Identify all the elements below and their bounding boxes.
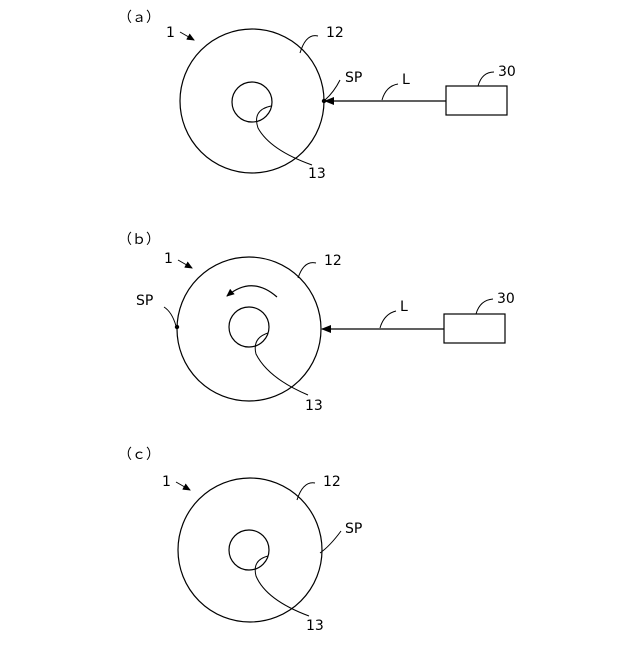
disc-ref-label-b: 12 — [324, 253, 342, 269]
body-ref-arrow-b — [178, 260, 192, 268]
beam-leader-b — [380, 311, 396, 328]
beam-ref-label-a: L — [402, 72, 410, 88]
disc-c — [178, 478, 322, 622]
beam-leader-a — [382, 84, 398, 100]
disc-ref-label-c: 12 — [323, 474, 341, 490]
panel-a: （ａ） 1 12 13 SP L 30 — [118, 10, 516, 182]
panel-label-c: （ｃ） — [118, 447, 160, 463]
panel-label-a: （ａ） — [118, 10, 160, 26]
source-ref-label-a: 30 — [498, 64, 516, 80]
panel-c: （ｃ） 1 12 13 SP — [118, 447, 362, 634]
hole-leader-a — [257, 106, 312, 165]
source-ref-label-b: 30 — [497, 291, 515, 307]
hole-leader-c — [255, 556, 309, 616]
center-hole-a — [232, 82, 272, 122]
source-leader-b — [476, 299, 493, 314]
disc-a — [180, 29, 324, 173]
disc-leader-b — [298, 263, 316, 278]
beam-ref-label-b: L — [400, 299, 408, 315]
point-leader-c — [320, 531, 341, 553]
hole-ref-label-c: 13 — [306, 618, 324, 634]
point-ref-label-c: SP — [345, 521, 362, 537]
point-ref-label-b: SP — [136, 293, 153, 309]
rotation-arrow-b — [227, 286, 277, 297]
source-leader-a — [478, 72, 494, 86]
point-leader-b — [164, 307, 176, 326]
center-hole-b — [229, 307, 269, 347]
light-source-b — [444, 314, 505, 343]
body-ref-arrow-a — [180, 32, 194, 40]
light-source-a — [446, 86, 507, 115]
spot-point-b — [175, 325, 179, 329]
point-leader-a — [325, 80, 340, 100]
hole-leader-b — [255, 333, 308, 395]
panel-label-b: （ｂ） — [118, 232, 160, 248]
center-hole-c — [229, 530, 269, 570]
hole-ref-label-a: 13 — [308, 166, 326, 182]
point-ref-label-a: SP — [345, 70, 362, 86]
disc-ref-label-a: 12 — [326, 25, 344, 41]
body-ref-arrow-c — [176, 482, 190, 490]
disc-b — [177, 257, 321, 401]
body-ref-label-c: 1 — [162, 474, 171, 490]
hole-ref-label-b: 13 — [305, 398, 323, 414]
panel-b: （ｂ） 1 12 13 SP L 30 — [118, 232, 515, 414]
body-ref-label-b: 1 — [164, 251, 173, 267]
body-ref-label-a: 1 — [166, 25, 175, 41]
